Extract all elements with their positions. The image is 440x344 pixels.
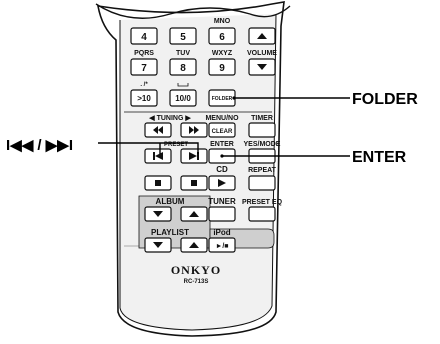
triangle-up-icon <box>189 211 199 217</box>
enter-label: ENTER <box>210 141 234 148</box>
triangle-down-icon <box>257 64 267 70</box>
key-6-label: 6 <box>219 32 225 43</box>
key-gt10-label: >10 <box>137 94 151 103</box>
clear-button[interactable]: CLEAR <box>208 122 236 138</box>
fast-forward-icon <box>189 126 199 134</box>
skip-callout-text: I◀◀ / ▶▶I <box>6 137 73 154</box>
key-8-label: 8 <box>180 63 186 74</box>
repeat-label: REPEAT <box>248 167 277 174</box>
playlist-down-button[interactable] <box>144 237 172 253</box>
tuv-label: TUV <box>176 50 190 57</box>
preset-eq-button[interactable] <box>248 206 276 222</box>
key-8[interactable]: 8 <box>169 58 197 76</box>
stop-button[interactable] <box>144 175 172 191</box>
key-10-0-label: 10/0 <box>175 94 191 103</box>
key-9[interactable]: 9 <box>208 58 236 76</box>
key-6[interactable]: 6 <box>208 27 236 45</box>
space-icon <box>177 83 189 87</box>
album-up-button[interactable] <box>180 206 208 222</box>
cd-stop-button[interactable] <box>180 175 208 191</box>
key-7[interactable]: 7 <box>130 58 158 76</box>
yes-mode-label: YES/MODE <box>244 141 281 148</box>
volume-up-button[interactable] <box>248 27 276 45</box>
tuner-label: TUNER <box>208 197 236 206</box>
ipod-label: iPod <box>213 228 230 237</box>
triangle-down-icon <box>153 242 163 248</box>
triangle-up-icon <box>257 33 267 39</box>
dot-slash-symbols: . /* <box>140 82 148 88</box>
album-down-button[interactable] <box>144 206 172 222</box>
repeat-button[interactable] <box>248 175 276 191</box>
menu-no-label: MENU/NO <box>205 115 239 122</box>
play-pause-icon: ►/■ <box>215 243 228 250</box>
skip-callout: I◀◀ / ▶▶I <box>6 137 199 154</box>
brand-logo: ONKYO <box>171 263 221 277</box>
rewind-icon <box>153 126 163 134</box>
key-gt10[interactable]: >10 <box>130 89 158 107</box>
play-icon <box>218 179 226 187</box>
clear-button-label: CLEAR <box>212 129 233 135</box>
skip-back-button[interactable] <box>144 148 172 164</box>
tuning-up-button[interactable] <box>180 122 208 138</box>
ipod-play-pause-button[interactable]: ►/■ <box>208 237 236 253</box>
key-9-label: 9 <box>219 63 225 74</box>
tuning-down-button[interactable] <box>144 122 172 138</box>
key-4[interactable]: 4 <box>130 27 158 45</box>
key-5-label: 5 <box>180 32 186 43</box>
enter-callout: ENTER <box>220 149 407 166</box>
cd-label: CD <box>216 165 228 174</box>
skip-forward-icon <box>189 152 199 160</box>
triangle-up-icon <box>189 242 199 248</box>
wxyz-label: WXYZ <box>212 50 233 57</box>
triangle-down-icon <box>153 211 163 217</box>
playlist-up-button[interactable] <box>180 237 208 253</box>
timer-button[interactable] <box>248 122 276 138</box>
stop-icon <box>155 180 161 186</box>
folder-callout-text: FOLDER <box>352 91 418 108</box>
volume-down-button[interactable] <box>248 58 276 76</box>
stop-icon <box>191 180 197 186</box>
pqrs-label: PQRS <box>134 50 154 57</box>
enter-callout-text: ENTER <box>352 149 407 166</box>
skip-callout-line-forward <box>98 142 199 154</box>
preset-label: PRESET <box>164 142 188 148</box>
folder-button[interactable]: FOLDER <box>208 89 236 107</box>
mno-label: MNO <box>214 18 231 25</box>
album-label: ALBUM <box>156 197 185 206</box>
tuner-button[interactable] <box>208 206 236 222</box>
key-4-label: 4 <box>141 32 147 43</box>
key-10-0[interactable]: 10/0 <box>169 89 197 107</box>
timer-label: TIMER <box>251 115 273 122</box>
tuning-label: ◀ TUNING ▶ <box>148 115 191 122</box>
folder-callout: FOLDER <box>232 91 418 108</box>
model-number: RC-713S <box>184 279 209 285</box>
preset-eq-label: PRESET EQ <box>242 199 283 206</box>
key-7-label: 7 <box>141 63 147 74</box>
key-5[interactable]: 5 <box>169 27 197 45</box>
playlist-label: PLAYLIST <box>151 228 189 237</box>
skip-forward-button[interactable] <box>180 148 208 164</box>
folder-button-label: FOLDER <box>212 96 233 102</box>
volume-label: VOLUME <box>247 50 277 57</box>
cd-play-button[interactable] <box>208 175 236 191</box>
